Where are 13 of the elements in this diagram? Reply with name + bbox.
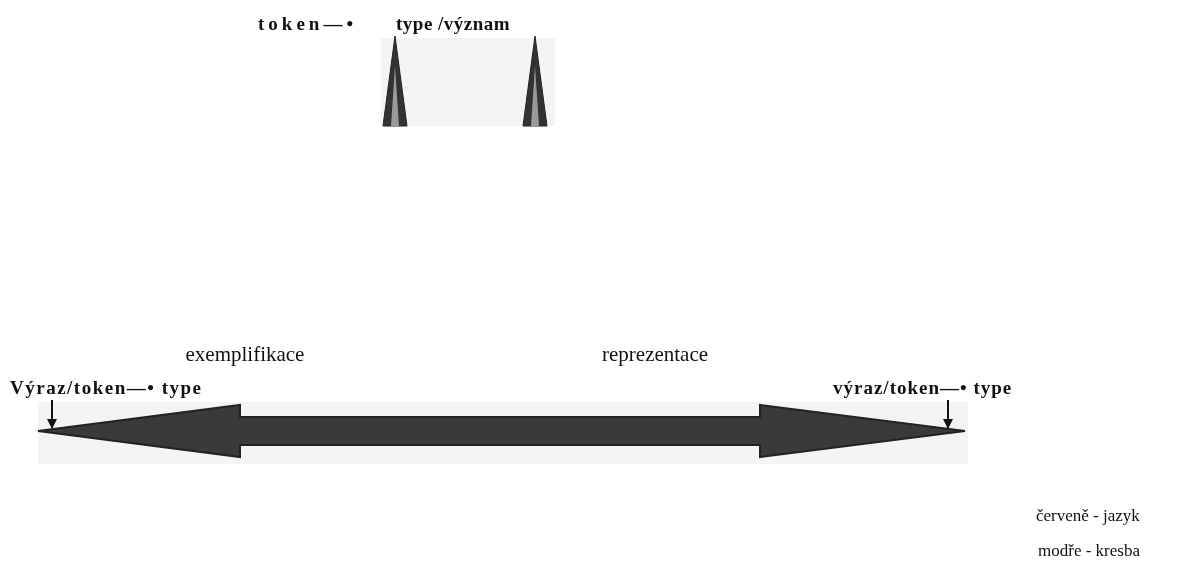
arrow: [943, 399, 953, 429]
block-arrow: [37, 403, 966, 459]
note-text: červeně - jazyk: [1036, 506, 1140, 526]
arrow-label: exemplifikace: [185, 342, 305, 366]
bold-label: Výraz/token—• type: [10, 376, 203, 400]
arrow-label: reprezentace: [602, 342, 709, 366]
bold-label: type /význam: [396, 12, 511, 36]
wedge-arrow: [522, 35, 548, 127]
note-text: modře - kresba: [1038, 541, 1140, 561]
bold-label: token—•: [258, 12, 358, 36]
arrow: [47, 399, 57, 429]
bold-label: výraz/token—• type: [833, 376, 1013, 400]
wedge-arrow: [382, 35, 408, 127]
